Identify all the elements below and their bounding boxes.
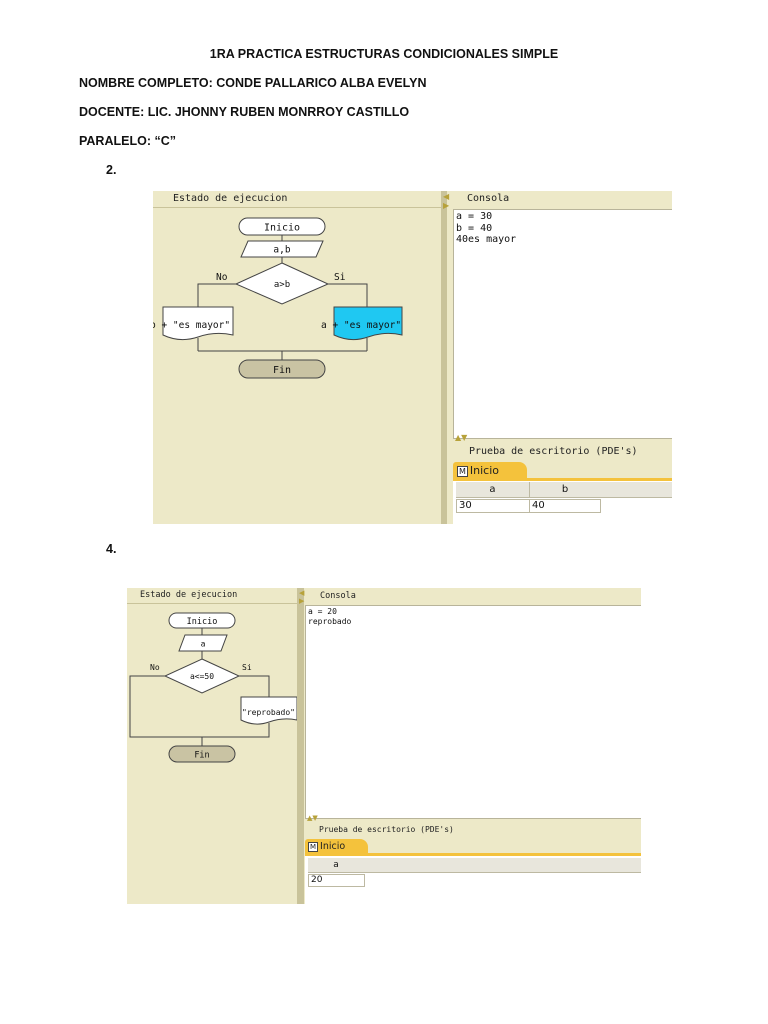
flow-start-label: Inicio xyxy=(187,617,218,627)
panel-title-rule xyxy=(153,207,441,208)
desk-check-header xyxy=(456,482,672,498)
execution-state-title: Estado de ejecucion xyxy=(173,193,288,204)
vertical-splitter[interactable] xyxy=(441,191,447,524)
tab-inicio-label: Inicio xyxy=(469,464,500,477)
console-line: b = 40 xyxy=(456,222,493,234)
group-line: PARALELO: “C” xyxy=(79,134,176,148)
console-line: 40es mayor xyxy=(456,234,517,245)
console-line: a = 30 xyxy=(456,211,493,222)
tab-underline xyxy=(305,853,641,856)
vertical-splitter[interactable] xyxy=(297,588,304,904)
column-a-header: a xyxy=(489,484,496,495)
tab-inicio-label: Inicio xyxy=(320,841,346,852)
flow-input xyxy=(240,240,324,258)
console-title: Consola xyxy=(467,193,510,204)
splitter-arrows-icon[interactable]: ▲▼ xyxy=(455,433,468,442)
console-line: reprobado xyxy=(308,617,352,626)
student-name: NOMBRE COMPLETO: CONDE PALLARICO ALBA EV… xyxy=(79,76,427,90)
splitter-arrows-icon[interactable]: ◀▶ xyxy=(443,192,450,210)
flow-end-label: Fin xyxy=(194,751,209,761)
method-icon: M xyxy=(308,841,319,852)
console-title: Consola xyxy=(320,591,356,601)
flow-end-label: Fin xyxy=(273,365,291,376)
flow-output-yes-label: "reprobado" xyxy=(242,708,295,717)
document-title: 1RA PRACTICA ESTRUCTURAS CONDICIONALES S… xyxy=(209,47,559,61)
flow-end xyxy=(238,359,326,379)
exercise-4-number: 4. xyxy=(106,542,117,556)
method-icon: M xyxy=(457,465,468,477)
desk-check-title: Prueba de escritorio (PDE's) xyxy=(469,446,638,457)
flow-output-yes xyxy=(240,696,297,725)
flow-decision xyxy=(163,658,241,694)
flowchart: Inicio a a<=50 No Si "reprobado" Fin xyxy=(129,612,297,763)
desk-check-title: Prueba de escritorio (PDE's) xyxy=(319,825,454,834)
flow-output-no-label: b + "es mayor" xyxy=(153,320,230,331)
exercise-2-number: 2. xyxy=(106,163,117,177)
flow-input-label: a xyxy=(201,640,206,649)
flow-decision-label: a>b xyxy=(274,280,290,290)
exercise-4-screenshot: Estado de ejecucion Inicio a a<=50 No Si… xyxy=(127,588,641,904)
flow-yes-label: Si xyxy=(242,663,252,672)
cell-a-value[interactable]: 20 xyxy=(308,874,365,887)
flow-yes-label: Si xyxy=(334,272,346,283)
flow-no-label: No xyxy=(216,272,228,283)
execution-state-title: Estado de ejecucion xyxy=(140,590,238,600)
console-line: a = 20 xyxy=(308,607,337,616)
cell-b-value[interactable]: 40 xyxy=(529,499,601,513)
flow-no-label: No xyxy=(150,663,160,672)
column-a-header: a xyxy=(333,860,339,870)
flow-output-yes-label: a + "es mayor" xyxy=(321,320,401,331)
flow-start-label: Inicio xyxy=(264,223,300,234)
column-b-header: b xyxy=(529,482,600,497)
flow-end xyxy=(168,745,236,763)
flow-input-label: a,b xyxy=(273,245,290,256)
flow-output-yes xyxy=(333,306,403,341)
flow-input xyxy=(178,634,228,652)
teacher-name: DOCENTE: LIC. JHONNY RUBEN MONRROY CASTI… xyxy=(79,105,410,119)
splitter-arrows-icon[interactable]: ▲▼ xyxy=(307,814,318,822)
cell-a-value[interactable]: 30 xyxy=(456,499,530,513)
flow-output-no xyxy=(162,306,234,341)
flowchart: Inicio a,b a>b No Si b + "es mayor" a + … xyxy=(153,217,403,379)
flow-decision-label: a<=50 xyxy=(190,672,214,681)
exercise-2-screenshot: Estado de ejecucion Inicio a,b a>b No Si… xyxy=(153,191,672,524)
desk-check-header xyxy=(308,858,641,873)
panel-title-rule xyxy=(127,603,297,604)
splitter-arrows-icon[interactable]: ◀▶ xyxy=(299,589,305,605)
tab-underline xyxy=(453,478,672,481)
flow-decision xyxy=(234,262,330,305)
